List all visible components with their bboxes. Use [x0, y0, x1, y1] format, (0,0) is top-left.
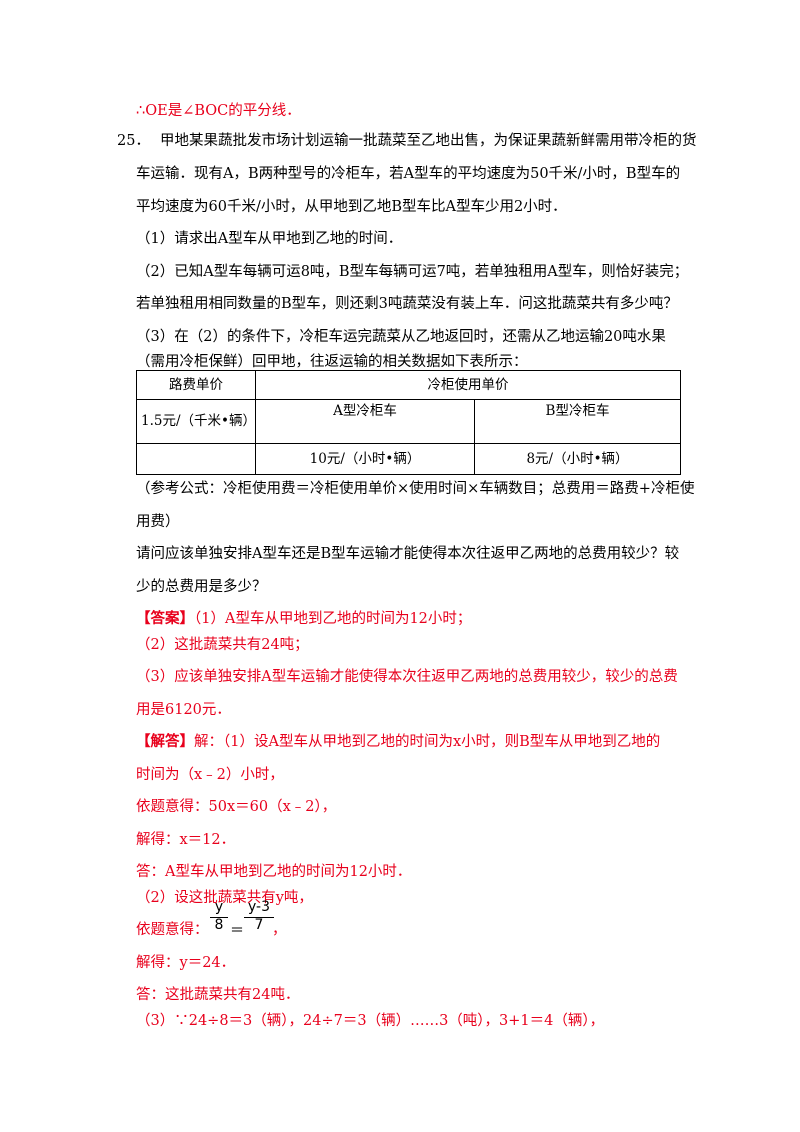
fraction-1-denominator: 8 [214, 917, 224, 933]
answer-part-3-line-1: （3）应该单独安排A型车运输才能使得本次往返甲乙两地的总费用较少，较少的总费 [136, 669, 678, 685]
a-type-price: 10元/（小时•辆） [255, 443, 475, 475]
header-road-price: 路费单价 [136, 370, 256, 400]
a-type-label: A型冷柜车 [255, 399, 475, 444]
empty-cell [136, 443, 256, 475]
question-part-2-line-2: 若单独租用相同数量的B型车，则还剩3吨蔬菜没有装上车．问这批蔬菜共有多少吨？ [136, 296, 678, 312]
road-price-value: 1.5元/（千米•辆） [136, 399, 256, 444]
fraction-equals: ＝ [230, 923, 244, 939]
answer-part-3-line-2: 用是6120元． [136, 702, 231, 718]
solution-part-1-text: 解：（1）设A型车从甲地到乙地的时间为x小时，则B型车从甲地到乙地的 [194, 734, 661, 750]
solution-line-2: 时间为（x﹣2）小时， [136, 767, 284, 783]
solution-conclusion-1: 答：A型车从甲地到乙地的时间为12小时． [136, 864, 412, 880]
question-number: 25． [117, 133, 150, 149]
question-text-line-2: 车运输．现有A，B两种型号的冷柜车，若A型车的平均速度为50千米/小时，B型车的 [136, 166, 681, 182]
question-part-3-line-1: （3）在（2）的条件下，冷柜车运完蔬菜从乙地返回时，还需从乙地运输20吨水果 [136, 329, 666, 345]
header-cold-price: 冷柜使用单价 [255, 370, 681, 400]
solution-equation-1: 依题意得：50x＝60（x﹣2）， [136, 799, 337, 815]
formula-note-line-1: （参考公式：冷柜使用费＝冷柜使用单价×使用时间×车辆数目；总费用＝路费+冷柜使 [136, 481, 695, 497]
answer-part-1: （1）A型车从甲地到乙地的时间为12小时； [194, 611, 472, 627]
question-ask-line-2: 少的总费用是多少？ [136, 579, 267, 595]
fraction-2-bar [244, 917, 274, 918]
solution-part-3-line-1: （3）∵24÷8＝3（辆），24÷7＝3（辆）……3（吨），3+1＝4（辆）， [136, 1013, 605, 1029]
solution-equation-2-suffix: ， [272, 922, 287, 938]
question-ask-line-1: 请问应该单独安排A型车还是B型车运输才能使得本次往返甲乙两地的总费用较少？较 [136, 546, 680, 562]
b-type-label: B型冷柜车 [474, 399, 681, 444]
fraction-1-numerator: y [214, 899, 224, 915]
fraction-2-numerator: y-3 [248, 899, 270, 915]
solution-part-2-setup: （2）设这批蔬菜共有y吨， [136, 890, 313, 906]
previous-conclusion: ∴OE是∠BOC的平分线． [136, 103, 301, 119]
question-text-line-3: 平均速度为60千米/小时，从甲地到乙地B型车比A型车少用2小时． [136, 199, 567, 215]
question-part-3-line-2: （需用冷柜保鲜）回甲地，往返运输的相关数据如下表所示： [136, 354, 528, 370]
solution-line-1: 【解答】解：（1）设A型车从甲地到乙地的时间为x小时，则B型车从甲地到乙地的 [136, 732, 660, 752]
cost-table: 路费单价 冷柜使用单价 1.5元/（千米•辆） A型冷柜车 B型冷柜车 10元/… [136, 370, 681, 475]
answer-line-1: 【答案】（1）A型车从甲地到乙地的时间为12小时； [136, 609, 471, 629]
solution-result-2: 解得：y＝24． [136, 955, 236, 971]
solution-equation-2-prefix: 依题意得： [136, 922, 209, 938]
question-text-line-1: 甲地某果蔬批发市场计划运输一批蔬菜至乙地出售，为保证果蔬新鲜需用带冷柜的货 [160, 133, 697, 149]
solution-conclusion-2: 答：这批蔬菜共有24吨． [136, 987, 300, 1003]
fraction-2-denominator: 7 [254, 917, 264, 933]
solution-tag: 【解答】 [136, 733, 194, 750]
answer-part-2: （2）这批蔬菜共有24吨； [136, 637, 309, 653]
question-part-2-line-1: （2）已知A型车每辆可运8吨，B型车每辆可运7吨，若单独租用A型车，则恰好装完； [136, 264, 689, 280]
formula-note-line-2: 用费） [136, 514, 180, 530]
answer-tag: 【答案】 [136, 610, 194, 627]
question-part-1: （1）请求出A型车从甲地到乙地的时间． [136, 231, 403, 247]
fraction-1-bar [210, 917, 228, 918]
solution-result-1: 解得：x＝12． [136, 832, 236, 848]
b-type-price: 8元/（小时•辆） [474, 443, 681, 475]
